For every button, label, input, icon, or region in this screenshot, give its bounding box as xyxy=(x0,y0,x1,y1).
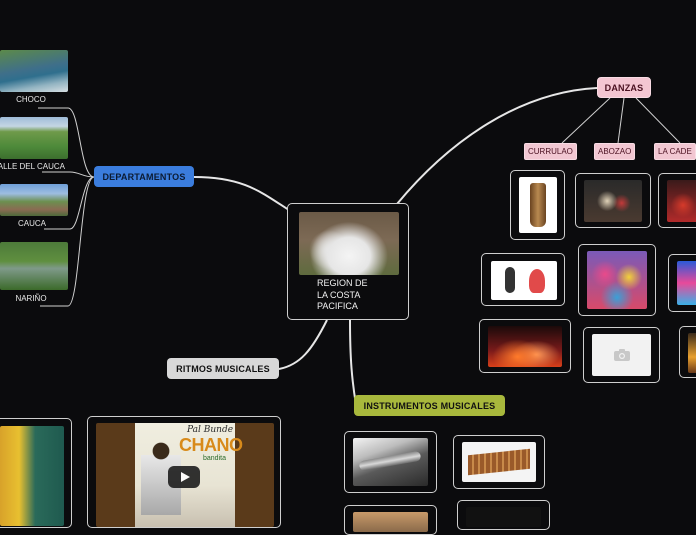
chano-poster-title: CHANO xyxy=(179,435,243,455)
instrument-guasa-image xyxy=(353,438,428,486)
cartoon-dancers-card[interactable] xyxy=(481,253,565,306)
ritmos-video-card-chano[interactable]: Pal Bunde CHANO bandita xyxy=(87,416,281,528)
central-topic-title: REGION DE LA COSTA PACIFICA xyxy=(317,278,397,313)
central-title-line-2: LA COSTA xyxy=(317,289,361,300)
drum-shape xyxy=(530,183,546,227)
chano-poster: Pal Bunde CHANO bandita xyxy=(135,423,243,527)
instrument-bottom-right-image xyxy=(466,507,541,527)
chano-video-thumbnail: Pal Bunde CHANO bandita xyxy=(96,423,274,527)
dancers-abozao-image xyxy=(584,180,642,222)
image-placeholder-card[interactable] xyxy=(583,327,660,383)
colorful-costume-image xyxy=(677,261,696,305)
image-placeholder xyxy=(592,334,651,376)
carnival-dancers-image xyxy=(587,251,647,309)
central-title-line-3: PACIFICA xyxy=(317,301,358,311)
central-topic[interactable]: REGION DE LA COSTA PACIFICA xyxy=(287,203,409,320)
guasa-tube xyxy=(358,450,422,472)
valle-landscape-image xyxy=(0,117,68,159)
cartoon-dancers-image xyxy=(491,261,557,300)
instrument-guasa-card[interactable] xyxy=(344,431,437,493)
drum-image xyxy=(519,177,557,233)
chano-poster-band: bandita xyxy=(203,455,226,462)
instrument-card-bottom-left[interactable] xyxy=(344,505,437,535)
choco-landscape-image xyxy=(0,50,68,92)
dancers-cadena-card[interactable] xyxy=(658,173,696,228)
danza-currulao[interactable]: CURRULAO xyxy=(524,143,577,160)
colorful-costume-card[interactable] xyxy=(668,254,696,312)
dept-label-choco: CHOCO xyxy=(16,95,46,104)
marimba-keys xyxy=(468,448,530,476)
cauca-landscape-image xyxy=(0,184,68,216)
ritmos-video-card-left[interactable] xyxy=(0,418,72,528)
danzas-node[interactable]: DANZAS xyxy=(597,77,651,98)
drum-image-card[interactable] xyxy=(510,170,565,240)
camera-icon xyxy=(613,349,630,361)
instrument-bottom-left-image xyxy=(353,512,428,532)
danza-la-cadena[interactable]: LA CADE xyxy=(654,143,696,160)
cartoon-dancer-left xyxy=(505,267,515,293)
dept-label-cauca: CAUCA xyxy=(17,219,46,228)
ritmos-video-left-image xyxy=(0,426,64,526)
danza-abozao[interactable]: ABOZAO xyxy=(594,143,636,160)
silhouette-dancers-image xyxy=(488,326,562,367)
sunset-dance-card[interactable] xyxy=(679,326,696,378)
play-icon[interactable] xyxy=(168,466,200,488)
dancers-abozao-card[interactable] xyxy=(575,173,651,228)
cartoon-dancer-right xyxy=(529,269,545,293)
departamentos-node[interactable]: DEPARTAMENTOS xyxy=(94,166,194,187)
dept-label-valle-del-cauca: VALLE DEL CAUCA xyxy=(0,162,66,171)
instrumentos-musicales-node[interactable]: INSTRUMENTOS MUSICALES xyxy=(354,395,505,416)
silhouette-dancers-card[interactable] xyxy=(479,319,571,373)
ritmos-musicales-node[interactable]: RITMOS MUSICALES xyxy=(167,358,279,379)
dancers-cadena-image xyxy=(667,180,696,222)
central-title-line-1: REGION DE xyxy=(317,278,368,288)
central-dance-image xyxy=(299,212,399,275)
instrument-marimba-card[interactable] xyxy=(453,435,545,489)
chano-poster-subtitle: Pal Bunde xyxy=(187,425,234,435)
connector-lines xyxy=(38,87,681,406)
instrument-card-bottom-right[interactable] xyxy=(457,500,550,530)
carnival-dancers-card[interactable] xyxy=(578,244,656,316)
narino-landscape-image xyxy=(0,242,68,290)
sunset-dance-image xyxy=(688,333,696,373)
dept-label-narino: NARIÑO xyxy=(15,294,47,303)
instrument-marimba-image xyxy=(462,442,536,482)
